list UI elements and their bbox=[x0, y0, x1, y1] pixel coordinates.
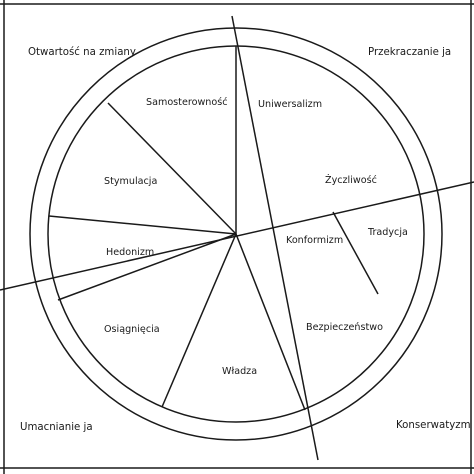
value-label-uniwersalizm: Uniwersalizm bbox=[258, 99, 322, 110]
value-label-stymulacja: Stymulacja bbox=[104, 176, 157, 187]
divider-hedonizm-osiagniecia bbox=[57, 233, 237, 301]
divider-osiagniecia-wladza bbox=[161, 233, 237, 408]
divider-stymulacja-hedonizm bbox=[48, 215, 237, 235]
divider-tradycja-konformizm bbox=[332, 211, 379, 295]
corner-label-bottom-right: Konserwatyzm bbox=[396, 420, 471, 431]
corner-label-bottom-left: Umacnianie ja bbox=[20, 422, 93, 433]
divider-wladza-bezpieczenstwo bbox=[235, 233, 306, 411]
axis-vertical bbox=[231, 15, 319, 461]
divider-samosterownosc-stymulacja bbox=[107, 102, 237, 235]
value-label-bezpieczenstwo: Bezpieczeństwo bbox=[306, 321, 383, 333]
value-label-zyczliwosc: Życzliwość bbox=[325, 173, 377, 186]
value-label-tradycja: Tradycja bbox=[367, 227, 408, 238]
value-label-hedonizm: Hedonizm bbox=[106, 247, 154, 258]
value-label-wladza: Władza bbox=[222, 366, 257, 377]
value-label-konformizm: Konformizm bbox=[286, 235, 343, 246]
corner-label-top-left: Otwartość na zmiany bbox=[28, 46, 136, 58]
value-label-osiagniecia: Osiągnięcia bbox=[104, 324, 160, 335]
value-label-samosterownosc: Samosterowność bbox=[146, 96, 228, 108]
corner-label-top-right: Przekraczanie ja bbox=[368, 47, 451, 58]
outer-ring bbox=[29, 27, 443, 441]
